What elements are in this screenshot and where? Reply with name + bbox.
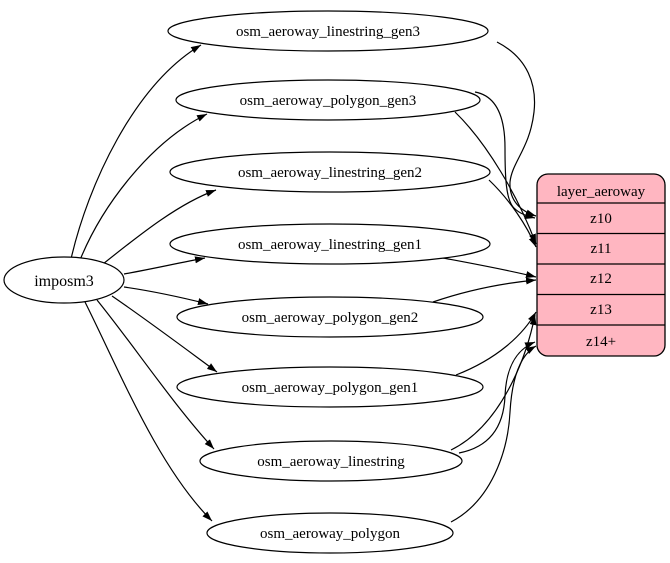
edge-group-layer — [432, 41, 537, 523]
node-layer-aeroway: layer_aeroway z10 z11 z12 z13 z14+ — [536, 173, 666, 357]
table-label: osm_aeroway_linestring_gen2 — [238, 165, 422, 181]
imposm3-ellipse — [3, 256, 125, 304]
edge-osm-aeroway-linestring-to-z13 — [450, 314, 537, 451]
table-label: osm_aeroway_linestring — [257, 454, 405, 470]
table-ellipse — [175, 79, 481, 121]
edge-osm-aeroway-linestring-gen2-to-z11 — [488, 179, 537, 248]
table-ellipse — [206, 512, 454, 554]
edge-imposm3-to-osm-aeroway-polygon — [84, 301, 213, 522]
edge-osm-aeroway-linestring-to-z14 — [458, 341, 536, 454]
table-label: osm_aeroway_polygon_gen3 — [240, 93, 417, 109]
node-osm-aeroway-linestring-gen3: osm_aeroway_linestring_gen3 — [167, 10, 489, 52]
edge-imposm3-to-osm-aeroway-linestring-gen2 — [102, 189, 217, 265]
table-label: osm_aeroway_linestring_gen3 — [236, 24, 420, 40]
node-osm-aeroway-polygon-gen2: osm_aeroway_polygon_gen2 — [176, 296, 484, 338]
zoom-row-z10: z10 — [590, 211, 612, 227]
node-osm-aeroway-polygon-gen3: osm_aeroway_polygon_gen3 — [175, 79, 481, 121]
node-imposm3: imposm3 — [3, 256, 125, 304]
edge-osm-aeroway-linestring-gen1-to-z12 — [442, 257, 537, 278]
edge-osm-aeroway-polygon-gen2-to-z12 — [432, 277, 537, 303]
table-label: osm_aeroway_polygon_gen2 — [242, 310, 419, 326]
table-label: osm_aeroway_linestring_gen1 — [238, 237, 422, 253]
zoom-row-z12: z12 — [590, 271, 612, 287]
edge-osm-aeroway-polygon-gen3-to-z10 — [474, 91, 536, 219]
table-ellipse — [167, 10, 489, 52]
table-label: osm_aeroway_polygon_gen1 — [242, 380, 419, 396]
table-ellipse — [169, 223, 491, 265]
table-label: osm_aeroway_polygon — [260, 526, 400, 542]
zoom-row-z11: z11 — [590, 241, 611, 257]
node-osm-aeroway-polygon: osm_aeroway_polygon — [206, 512, 454, 554]
node-osm-aeroway-linestring-gen2: osm_aeroway_linestring_gen2 — [169, 151, 491, 193]
table-ellipse — [176, 366, 484, 408]
edge-osm-aeroway-polygon-to-z14 — [450, 345, 537, 523]
node-osm-aeroway-polygon-gen1: osm_aeroway_polygon_gen1 — [176, 366, 484, 408]
edge-imposm3-to-osm-aeroway-polygon-gen3 — [79, 113, 208, 261]
edge-osm-aeroway-linestring-gen3-to-z10 — [496, 41, 537, 217]
edge-imposm3-to-osm-aeroway-linestring — [96, 299, 215, 450]
edge-group-imports — [70, 44, 218, 522]
edge-imposm3-to-osm-aeroway-polygon-gen1 — [111, 295, 218, 373]
zoom-row-z13: z13 — [590, 302, 612, 318]
table-ellipse — [169, 151, 491, 193]
edge-imposm3-to-osm-aeroway-linestring-gen3 — [70, 44, 202, 260]
table-ellipse — [199, 440, 463, 482]
edge-osm-aeroway-polygon-gen3-to-z11 — [454, 111, 537, 245]
layer-title: layer_aeroway — [557, 184, 646, 200]
node-osm-aeroway-linestring-gen1: osm_aeroway_linestring_gen1 — [169, 223, 491, 265]
edge-imposm3-to-osm-aeroway-linestring-gen1 — [123, 256, 206, 275]
layer-record-shape — [536, 173, 666, 357]
node-osm-aeroway-linestring: osm_aeroway_linestring — [199, 440, 463, 482]
zoom-row-z14: z14+ — [586, 334, 616, 350]
imposm3-label: imposm3 — [34, 273, 94, 290]
edge-imposm3-to-osm-aeroway-polygon-gen2 — [123, 286, 209, 305]
table-ellipse — [176, 296, 484, 338]
